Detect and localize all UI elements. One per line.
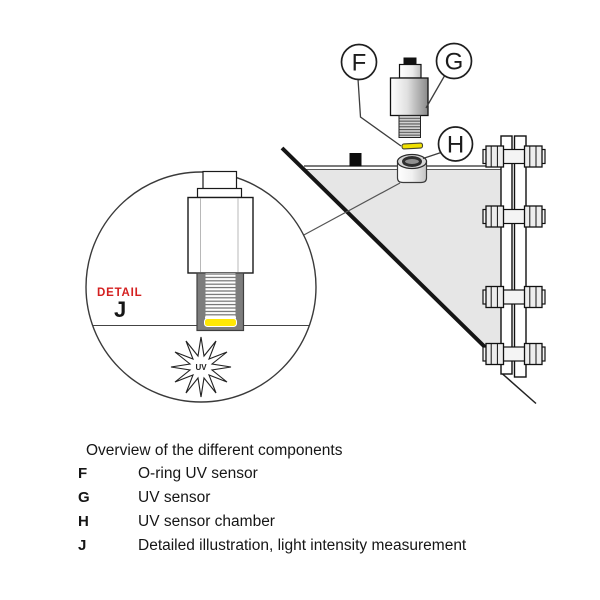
legend-row: H UV sensor chamber: [78, 513, 275, 531]
tank-wall-diagonal: [280, 146, 493, 355]
flange-bolt: [482, 145, 546, 168]
tank-wall-diagonal-lower: [501, 372, 537, 405]
detail-connector-line: [301, 182, 401, 237]
detail-oring-bar: [204, 318, 237, 327]
leader-line-g: [425, 74, 446, 109]
flange-bolt: [482, 205, 546, 228]
detail-sensor-body: [187, 196, 254, 274]
tank-interior: [304, 169, 501, 353]
callout-circle-h: [437, 126, 474, 162]
sensor-threads: [398, 115, 421, 138]
detail-sensor-stem: [202, 170, 238, 191]
legend-key: G: [78, 489, 90, 506]
callout-circle-g: [435, 42, 473, 80]
detail-threads-gap: [205, 316, 236, 319]
callout-label-g: G: [445, 49, 464, 76]
callout-circle-f: [340, 43, 378, 81]
detail-threads: [205, 273, 236, 317]
sensor-cap: [403, 57, 417, 65]
callout-label-f: F: [352, 50, 367, 77]
legend-text: Detailed illustration, light intensity m…: [138, 537, 467, 554]
chamber-opening: [402, 156, 422, 167]
callout-h: H: [437, 126, 474, 162]
callout-g: G: [435, 42, 473, 80]
uv-sensor-chamber: [396, 153, 428, 184]
legend-row: F O-ring UV sensor: [78, 465, 258, 483]
detail-view-j: DETAIL J UV: [85, 170, 317, 403]
flange-bolt: [482, 285, 546, 309]
legend-key: J: [78, 537, 87, 554]
detail-title: DETAIL: [97, 287, 142, 299]
legend-key: H: [78, 513, 89, 530]
detail-label-j: J: [114, 297, 126, 322]
sensor-neck: [398, 63, 422, 79]
legend-key: F: [78, 465, 88, 482]
flange-plate-left: [500, 135, 513, 375]
leader-line-f: [357, 78, 402, 147]
tank-fitting-knob: [349, 153, 362, 167]
legend-text: O-ring UV sensor: [138, 465, 258, 482]
flange-bolt: [482, 342, 546, 366]
o-ring: [401, 142, 424, 150]
sensor-body: [389, 77, 429, 117]
uv-starburst-icon: [170, 336, 232, 398]
legend-row: G UV sensor: [78, 489, 210, 507]
legend-row: J Detailed illustration, light intensity …: [78, 537, 466, 555]
legend-text: UV sensor chamber: [138, 513, 275, 530]
uv-star-label: UV: [195, 363, 207, 372]
legend-title: Overview of the different components: [86, 442, 343, 459]
legend-text: UV sensor: [138, 489, 211, 506]
callout-f: F: [340, 43, 378, 81]
detail-sensor-collar: [196, 187, 243, 199]
callout-label-h: H: [447, 132, 464, 159]
uv-sensor: [389, 57, 429, 138]
flange-plate-right: [513, 135, 527, 378]
